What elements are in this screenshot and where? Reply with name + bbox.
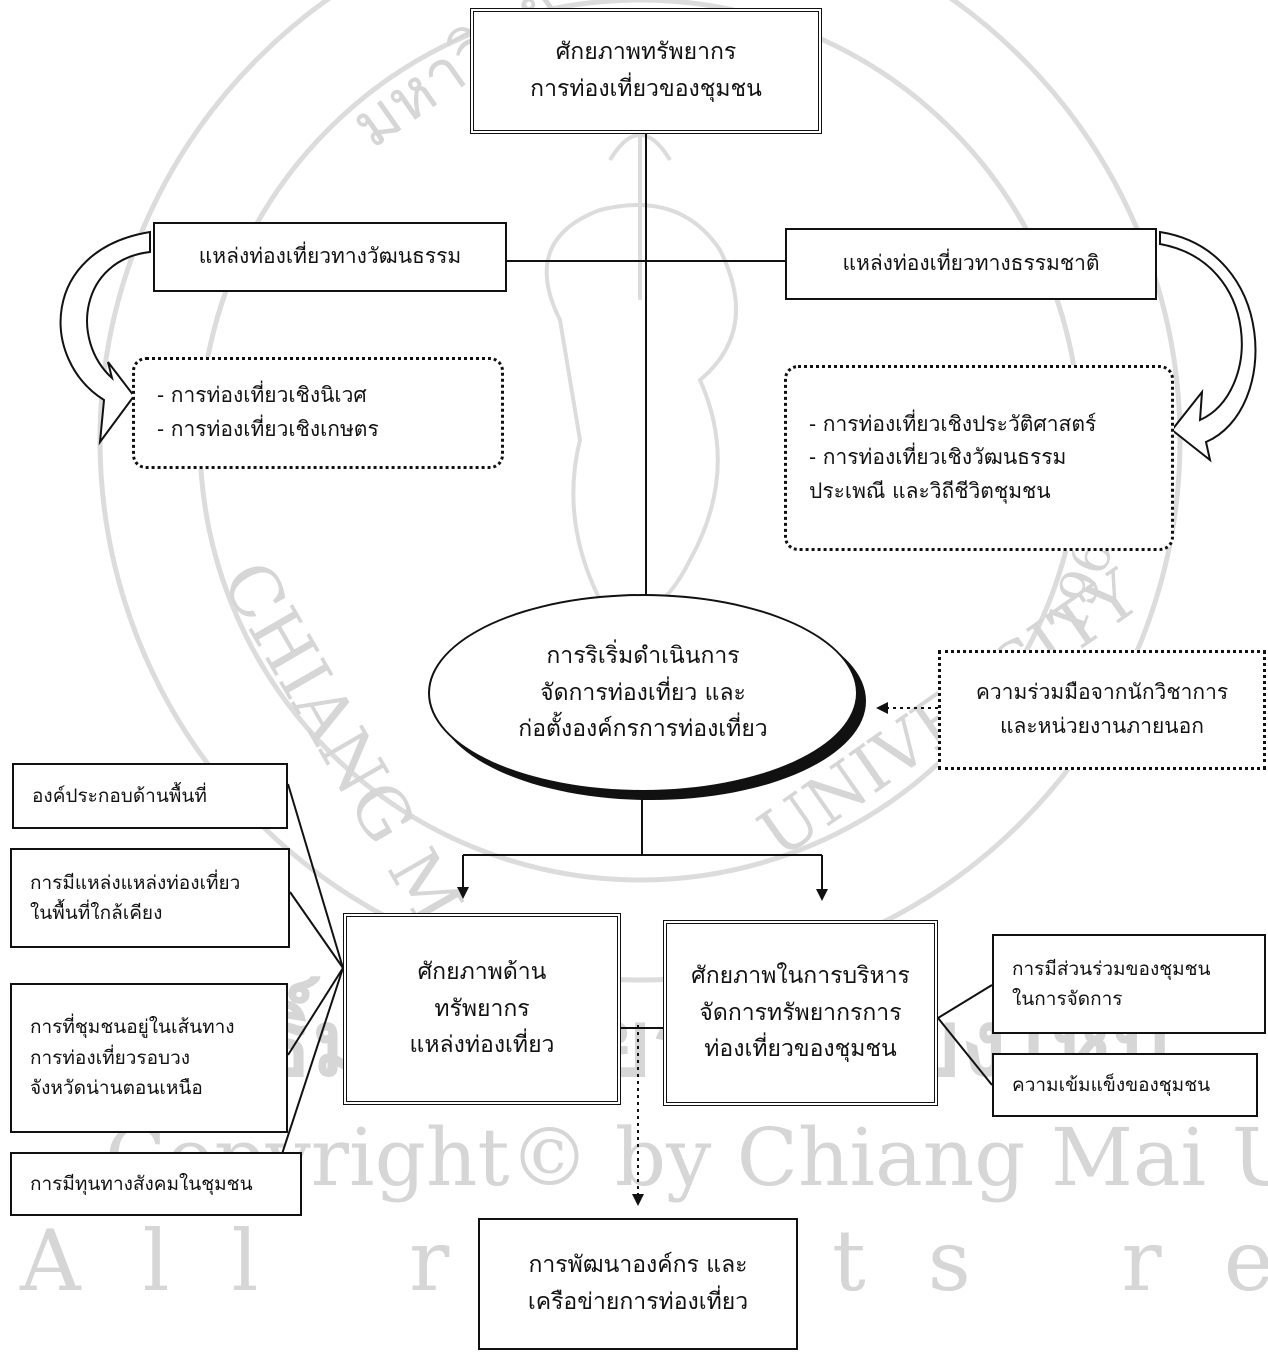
right1-line-1: การมีส่วนร่วมของชุมชน — [1012, 957, 1211, 980]
ellipse-line-3: ก่อตั้งองค์กรการท่องเที่ยว — [518, 716, 768, 743]
ellipse-line-2: จัดการท่องเที่ยว และ — [540, 679, 746, 706]
node-management-potential: ศักยภาพในการบริหาร จัดการทรัพยากรการ ท่อ… — [663, 920, 938, 1106]
management-line-3: ท่องเที่ยวของชุมชน — [704, 1036, 897, 1063]
bottom-line-2: เครือข่ายการท่องเที่ยว — [527, 1289, 749, 1315]
node-resource-potential: ศักยภาพด้าน ทรัพยากร แหล่งท่องเที่ยว — [343, 913, 621, 1105]
curved-arrow-left-icon — [59, 230, 151, 446]
node-social-capital: การมีทุนทางสังคมในชุมชน — [10, 1152, 302, 1216]
curved-arrow-right-icon — [1159, 230, 1257, 463]
node-natural-attractions: แหล่งท่องเที่ยวทางธรรมชาติ — [785, 228, 1157, 300]
left2-line-2: ในพื้นที่ใกล้เคียง — [30, 902, 163, 924]
list-item-tradition-lifestyle: ประเพณี และวิถีชีวิตชุมชน — [809, 478, 1051, 503]
right2-label: ความเข้มแข็งของชุมชน — [1012, 1073, 1211, 1096]
left3-line-3: จังหวัดน่านตอนเหนือ — [30, 1077, 203, 1100]
node-initiate-tourism-management: การริเริ่มดำเนินการ จัดการท่องเที่ยว และ… — [428, 594, 858, 792]
node-nearby-attractions: การมีแหล่งแหล่งท่องเที่ยว ในพื้นที่ใกล้เ… — [10, 848, 290, 948]
connector-left4 — [281, 967, 344, 1155]
node-tourism-route: การที่ชุมชนอยู่ในเส้นทาง การท่องเที่ยวรอ… — [10, 983, 288, 1133]
node-organization-network-development: การพัฒนาองค์กร และ เครือข่ายการท่องเที่ย… — [478, 1218, 798, 1350]
resource-line-3: แหล่งท่องเที่ยว — [409, 1032, 555, 1059]
ellipse-line-1: การริเริ่มดำเนินการ — [546, 642, 740, 669]
list-item-agro-tourism: - การท่องเที่ยวเชิงเกษตร — [157, 417, 379, 441]
node-cultural-label: แหล่งท่องเที่ยวทางวัฒนธรรม — [198, 244, 462, 269]
connector-left1 — [287, 783, 344, 969]
node-community-strength: ความเข้มแข็งของชุมชน — [992, 1053, 1258, 1117]
list-item-historical-tourism: - การท่องเที่ยวเชิงประวัติศาสตร์ — [809, 411, 1097, 436]
management-line-1: ศักยภาพในการบริหาร — [691, 962, 910, 989]
bottom-line-1: การพัฒนาองค์กร และ — [528, 1252, 748, 1279]
left1-label: องค์ประกอบด้านพื้นที่ — [32, 784, 207, 807]
node-external-cooperation: ความร่วมมือจากนักวิชาการ และหน่วยงานภายน… — [938, 650, 1266, 770]
node-community-tourism-resource-potential: ศักยภาพทรัพยากร การท่องเที่ยวของชุมชน — [470, 8, 822, 134]
node-cultural-attractions: แหล่งท่องเที่ยวทางวัฒนธรรม — [153, 222, 507, 292]
ellipse-shape — [428, 594, 858, 792]
connector-left3 — [287, 967, 344, 1056]
connector-right2 — [937, 1017, 993, 1086]
list-item-cultural-tourism: - การท่องเที่ยวเชิงวัฒนธรรม — [809, 445, 1067, 470]
list-item-eco-tourism: - การท่องเที่ยวเชิงนิเวศ — [157, 383, 367, 408]
resource-line-1: ศักยภาพด้าน — [417, 958, 547, 985]
node-top-line-2: การท่องเที่ยวของชุมชน — [530, 76, 762, 102]
left2-line-1: การมีแหล่งแหล่งท่องเที่ยว — [30, 871, 241, 894]
resource-line-2: ทรัพยากร — [434, 995, 530, 1022]
right1-line-2: ในการจัดการ — [1012, 988, 1123, 1010]
node-area-components: องค์ประกอบด้านพื้นที่ — [12, 763, 288, 829]
node-cultural-tourism-types: - การท่องเที่ยวเชิงนิเวศ - การท่องเที่ยว… — [132, 357, 504, 469]
left3-line-2: การท่องเที่ยวรอบวง — [30, 1046, 191, 1069]
management-line-2: จัดการทรัพยากรการ — [699, 999, 902, 1026]
cooperation-line-2: และหน่วยงานภายนอก — [999, 714, 1204, 738]
node-community-participation: การมีส่วนร่วมของชุมชน ในการจัดการ — [992, 934, 1266, 1034]
connector-right1 — [937, 984, 993, 1019]
node-natural-tourism-types: - การท่องเที่ยวเชิงประวัติศาสตร์ - การท่… — [784, 365, 1174, 551]
cooperation-line-1: ความร่วมมือจากนักวิชาการ — [975, 680, 1229, 705]
left4-label: การมีทุนทางสังคมในชุมชน — [30, 1172, 253, 1195]
left3-line-1: การที่ชุมชนอยู่ในเส้นทาง — [30, 1016, 235, 1039]
node-top-line-1: ศักยภาพทรัพยากร — [555, 39, 737, 66]
connector-left2 — [289, 891, 344, 969]
node-natural-label: แหล่งท่องเที่ยวทางธรรมชาติ — [842, 251, 1100, 276]
